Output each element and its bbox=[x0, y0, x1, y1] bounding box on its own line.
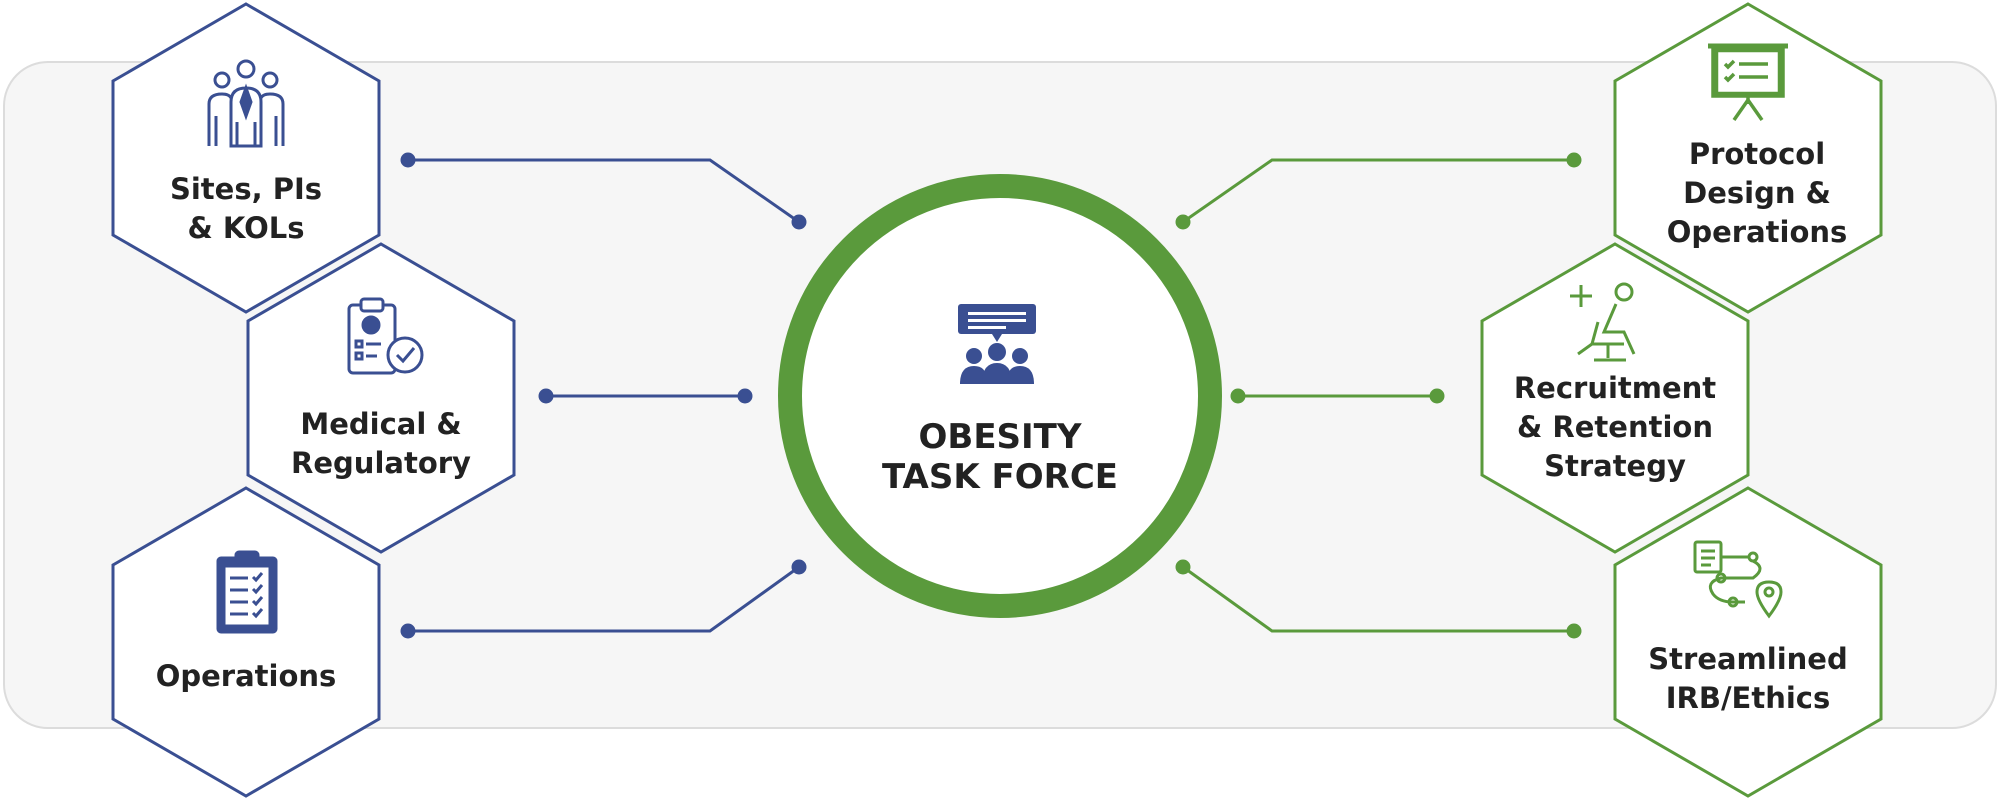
node-protocol-line1: Protocol bbox=[1689, 137, 1825, 171]
connector-operations bbox=[408, 565, 800, 633]
connector-dot bbox=[1230, 388, 1246, 404]
center-ring bbox=[778, 174, 1222, 618]
node-protocol-line2: Design & bbox=[1683, 176, 1831, 210]
node-sites-line2: & KOLs bbox=[188, 211, 305, 245]
connector-dot bbox=[791, 214, 807, 230]
team-people-icon bbox=[207, 59, 285, 148]
right-connectors bbox=[1175, 152, 1582, 639]
connector-irb bbox=[1182, 565, 1574, 633]
node-recruitment-line3: Strategy bbox=[1544, 449, 1686, 483]
presentation-audience-icon bbox=[958, 304, 1036, 384]
hexagon-operations bbox=[111, 486, 381, 798]
connector-dot bbox=[791, 559, 807, 575]
center-title-line1: OBESITY bbox=[919, 417, 1082, 457]
patient-chair-icon bbox=[1570, 282, 1636, 362]
node-operations-line1: Operations bbox=[156, 659, 337, 693]
node-operations: Operations bbox=[111, 486, 381, 798]
connector-dot bbox=[400, 623, 416, 639]
node-recruitment-line2: & Retention bbox=[1517, 410, 1713, 444]
connector-dot bbox=[1175, 559, 1191, 575]
node-sites-pis-kols: Sites, PIs & KOLs bbox=[111, 2, 381, 314]
route-map-icon bbox=[1693, 540, 1783, 619]
left-connectors bbox=[400, 152, 807, 639]
hexagon-irb bbox=[1613, 486, 1883, 798]
node-recruitment-retention: Recruitment & Retention Strategy bbox=[1480, 242, 1750, 554]
connector-dot bbox=[538, 388, 554, 404]
node-protocol-line3: Operations bbox=[1667, 215, 1848, 249]
node-medical-line2: Regulatory bbox=[291, 446, 471, 480]
connector-sites bbox=[408, 158, 800, 224]
checklist-icon bbox=[216, 550, 278, 634]
hexagon-recruitment bbox=[1480, 242, 1750, 554]
node-streamlined-irb: Streamlined IRB/Ethics bbox=[1613, 486, 1883, 798]
presentation-board-icon bbox=[1708, 43, 1788, 122]
connector-dot bbox=[1566, 623, 1582, 639]
connector-dot bbox=[400, 152, 416, 168]
hexagon-protocol bbox=[1613, 2, 1883, 314]
node-medical-line1: Medical & bbox=[300, 407, 461, 441]
node-medical-regulatory: Medical & Regulatory bbox=[246, 242, 516, 554]
node-recruitment-line1: Recruitment bbox=[1514, 371, 1716, 405]
connector-dot bbox=[1566, 152, 1582, 168]
hexagon-sites bbox=[111, 2, 381, 314]
connector-dot bbox=[1429, 388, 1445, 404]
node-irb-line1: Streamlined bbox=[1648, 642, 1847, 676]
hexagon-medical bbox=[246, 242, 516, 554]
node-protocol-design: Protocol Design & Operations bbox=[1613, 2, 1883, 314]
clipboard-check-icon bbox=[347, 297, 424, 375]
node-irb-line2: IRB/Ethics bbox=[1666, 681, 1831, 715]
connector-protocol bbox=[1182, 158, 1574, 224]
connector-dot bbox=[737, 388, 753, 404]
center-hub: OBESITY TASK FORCE bbox=[778, 174, 1222, 618]
connector-dot bbox=[1175, 214, 1191, 230]
center-title-line2: TASK FORCE bbox=[882, 457, 1118, 497]
node-sites-line1: Sites, PIs bbox=[170, 172, 322, 206]
